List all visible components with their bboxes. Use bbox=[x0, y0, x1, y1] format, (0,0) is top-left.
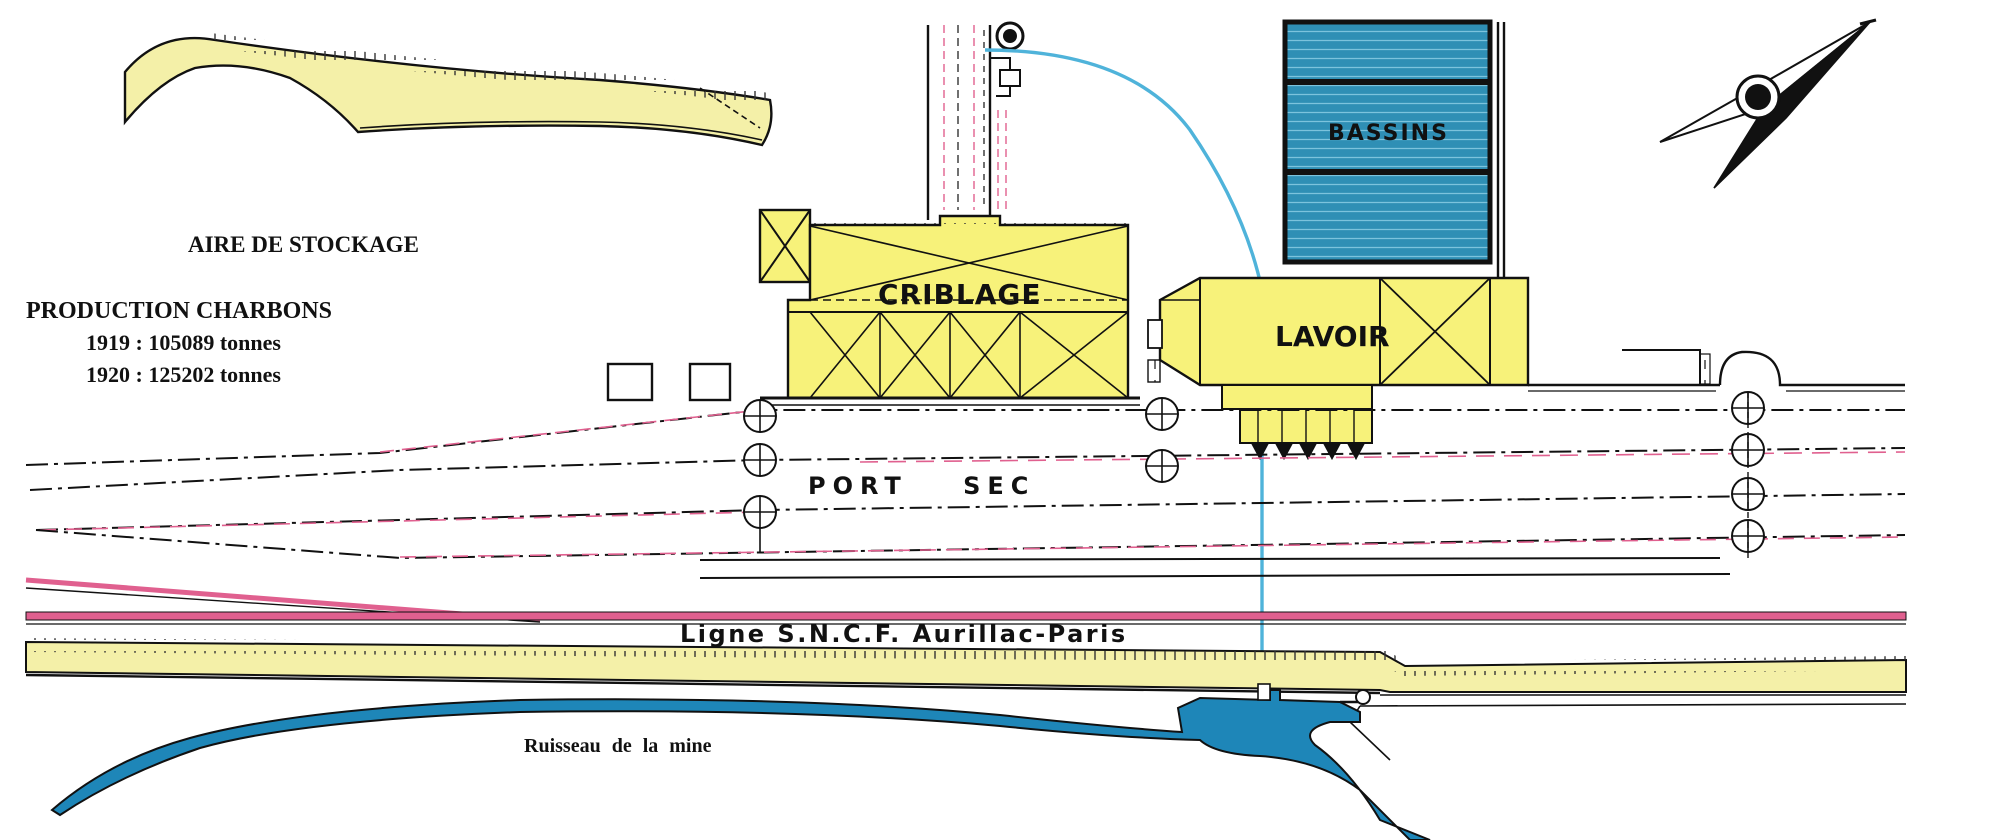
storage-area-label: AIRE DE STOCKAGE bbox=[188, 232, 419, 257]
bassins-block bbox=[1282, 19, 1506, 280]
outbuilding-1 bbox=[606, 362, 654, 402]
sncf-line-label: Ligne S.N.C.F. Aurillac-Paris bbox=[680, 620, 1128, 648]
production-1919: 1919 : 105089 tonnes bbox=[86, 330, 281, 355]
port-sec-label: PORT SEC bbox=[808, 472, 1035, 500]
turntable-icon bbox=[1145, 449, 1179, 483]
lavoir-building bbox=[1147, 276, 1530, 461]
stream bbox=[50, 683, 1431, 840]
bassins-label: BASSINS bbox=[1328, 121, 1449, 146]
turntable-icon bbox=[743, 399, 777, 433]
turntable-icon bbox=[743, 443, 777, 477]
compass-rose-icon bbox=[1659, 18, 1877, 189]
loading-ramp bbox=[1622, 349, 1701, 385]
ground-line-right bbox=[1528, 350, 1905, 387]
conveyor-column bbox=[926, 25, 1021, 220]
turntable-icon bbox=[1731, 433, 1765, 467]
sncf-line bbox=[25, 577, 1907, 625]
embankment-top-left bbox=[123, 33, 773, 147]
turntables bbox=[743, 391, 1765, 560]
railway-yard bbox=[25, 409, 1906, 579]
production-title: PRODUCTION CHARBONS bbox=[26, 298, 332, 324]
criblage-building bbox=[758, 208, 1140, 406]
stream-label: Ruisseau de la mine bbox=[524, 735, 712, 757]
turntable-icon bbox=[743, 495, 777, 529]
criblage-label: CRIBLAGE bbox=[878, 278, 1042, 311]
embankment-bottom bbox=[25, 638, 1907, 761]
water-pipe bbox=[984, 48, 1264, 690]
turntable-icon bbox=[1145, 397, 1179, 431]
lavoir-label: LAVOIR bbox=[1275, 320, 1390, 353]
production-1920: 1920 : 125202 tonnes bbox=[86, 362, 281, 387]
ventilation-shaft-icon bbox=[995, 21, 1025, 51]
outbuilding-2 bbox=[688, 362, 732, 402]
